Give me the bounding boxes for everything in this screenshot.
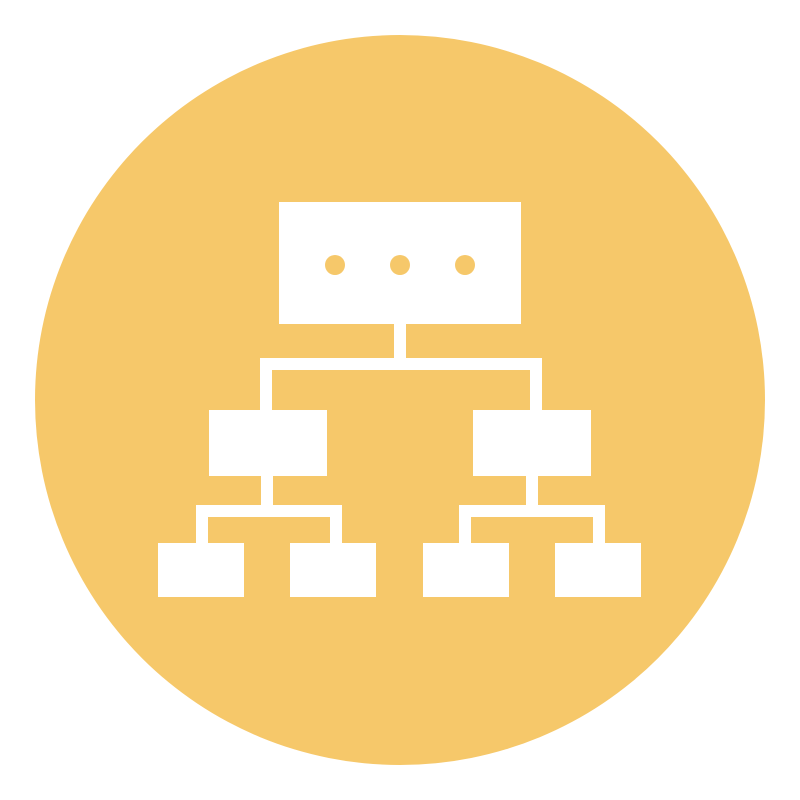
circle-background (35, 35, 765, 765)
connector-right-vertical (526, 476, 538, 506)
org-chart-glyph (158, 202, 641, 597)
connector-right-left-drop (459, 505, 471, 545)
connector-left-horizontal (196, 505, 342, 517)
bottom-node-box-2 (290, 543, 376, 597)
dot-3 (455, 255, 475, 275)
middle-right-node-box (473, 410, 591, 476)
connector-right-branch (530, 358, 542, 414)
connector-left-vertical (261, 476, 273, 506)
connector-right-horizontal (459, 505, 605, 517)
middle-left-node-box (209, 410, 327, 476)
connector-top-vertical (394, 324, 406, 364)
bottom-node-box-1 (158, 543, 244, 597)
connector-left-right-drop (330, 505, 342, 545)
connector-top-horizontal (260, 358, 542, 370)
dot-1 (325, 255, 345, 275)
bottom-node-box-4 (555, 543, 641, 597)
bottom-node-box-3 (423, 543, 509, 597)
connector-right-right-drop (593, 505, 605, 545)
dot-2 (390, 255, 410, 275)
connector-left-branch (260, 358, 272, 414)
connector-left-left-drop (196, 505, 208, 545)
